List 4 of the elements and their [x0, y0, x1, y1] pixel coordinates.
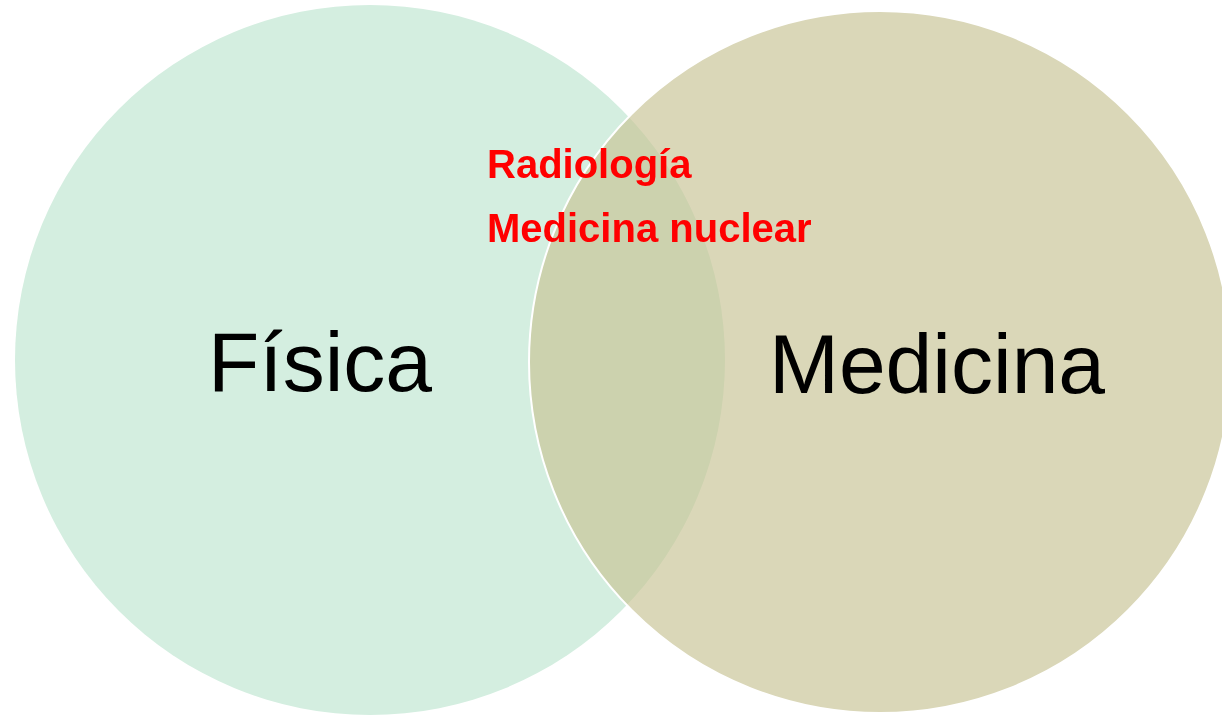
overlap-label: Medicina nuclear	[487, 206, 812, 251]
overlap-label: Radiología	[487, 142, 692, 187]
circle-label: Física	[208, 313, 432, 411]
circle-label: Medicina	[768, 315, 1106, 413]
